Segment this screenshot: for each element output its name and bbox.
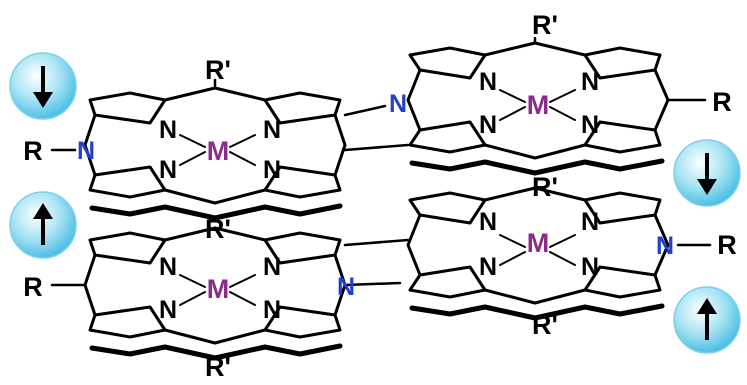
r-prime-substituent: R' (532, 310, 558, 340)
arrow-down-icon (697, 179, 717, 195)
r-prime-substituent: R' (205, 55, 231, 85)
bridging-n-atom: N (77, 137, 95, 165)
n-atom: N (479, 253, 497, 281)
n-atom: N (479, 68, 497, 96)
r-substituent: R (23, 136, 43, 166)
r-prime-substituent: R' (205, 352, 231, 380)
r-substituent: R (717, 230, 737, 260)
n-atom: N (581, 68, 599, 96)
linking-bonds (50, 36, 712, 287)
n-atom: N (263, 296, 281, 324)
bridging-n-atom: N (656, 232, 674, 260)
porphyrin-lower-left (83, 226, 347, 361)
core-atoms: N N N N M N N N N M N N N N M N N N N M (159, 68, 599, 324)
metal-atom: M (527, 90, 550, 120)
n-atom: N (159, 253, 177, 281)
arrow-down-icon (33, 92, 53, 108)
arrow-up-icon (33, 203, 53, 219)
porphyrin-upper-right (406, 41, 670, 176)
arrow-up-icon (697, 298, 717, 314)
r-prime-substituent: R' (532, 172, 558, 202)
bridging-nitrogens: N N N N (77, 90, 674, 301)
r-substituent: R (712, 87, 732, 117)
n-atom: N (479, 111, 497, 139)
bridging-n-atom: N (389, 90, 407, 118)
spin-down-left (9, 52, 77, 120)
r-substituent: R (23, 272, 43, 302)
n-atom: N (581, 253, 599, 281)
bridging-n-atom: N (337, 273, 355, 301)
porphyrin-lower-right (406, 186, 670, 321)
n-atom: N (479, 208, 497, 236)
substituents: R R R R R' R' R' R' R' R' (23, 10, 737, 382)
n-atom: N (581, 208, 599, 236)
n-atom: N (263, 253, 281, 281)
r-prime-substituent: R' (205, 214, 231, 244)
n-atom: N (263, 116, 281, 144)
n-atom: N (159, 156, 177, 184)
spin-up-left (9, 191, 77, 259)
metal-atom: M (207, 274, 230, 304)
metal-atom: M (207, 136, 230, 166)
n-atom: N (263, 156, 281, 184)
metal-atom: M (527, 228, 550, 258)
n-atom: N (581, 111, 599, 139)
spin-up-right (673, 286, 741, 354)
spin-down-right (673, 139, 741, 207)
n-atom: N (159, 116, 177, 144)
n-atom: N (159, 296, 177, 324)
r-prime-substituent: R' (532, 10, 558, 40)
